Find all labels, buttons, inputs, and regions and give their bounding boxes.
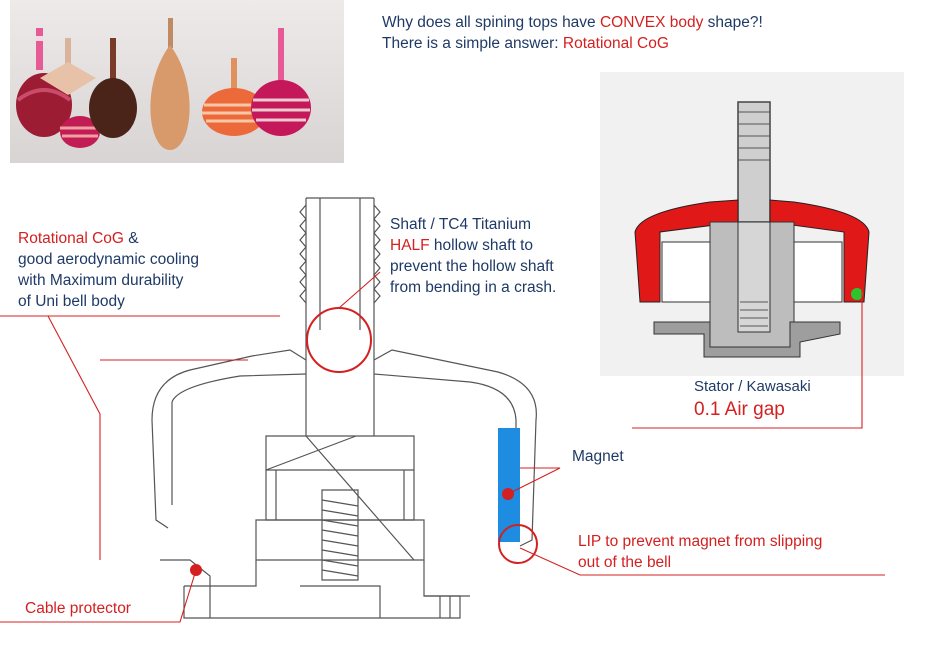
air-gap-label: 0.1 Air gap <box>694 399 785 420</box>
cable-protector-label: Cable protector <box>25 600 131 617</box>
shaft-note: Shaft / TC4 Titanium HALF hollow shaft t… <box>390 216 557 296</box>
stator-label: Stator / Kawasaki <box>694 378 811 395</box>
rotational-cog-note: Rotational CoG & good aerodynamic coolin… <box>18 230 199 310</box>
spinning-tops-photo <box>10 0 344 163</box>
motor-render-image <box>600 72 904 376</box>
lip-note: LIP to prevent magnet from slipping out … <box>578 533 823 571</box>
headline-question: Why does all spining tops have CONVEX bo… <box>382 14 763 31</box>
headline-answer: There is a simple answer: Rotational CoG <box>382 35 669 52</box>
magnet-label: Magnet <box>572 448 624 465</box>
